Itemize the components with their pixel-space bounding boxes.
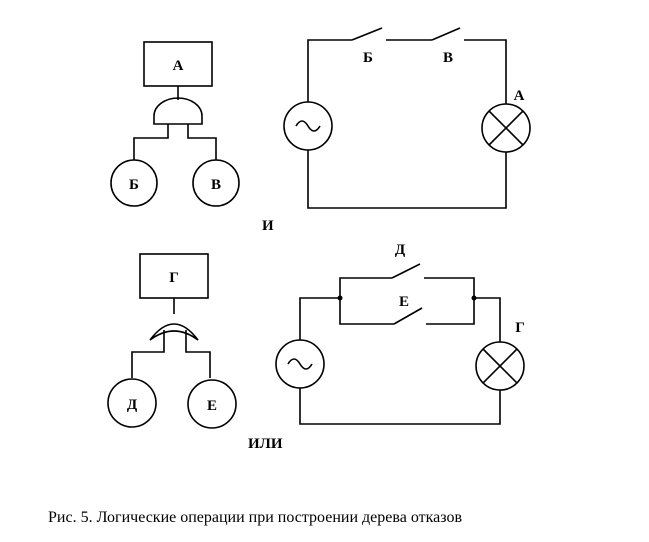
switch-label-v: В [443,50,453,66]
basic-event-circle-v [192,159,240,207]
basic-event-circle-d [107,378,157,428]
and-operation-label: И [262,218,274,234]
and-circuit: Б В А [283,27,531,209]
basic-event-label-d: Д [127,397,138,413]
basic-event-label-b: Б [129,177,139,193]
basic-event-label-v: В [211,177,221,193]
or-gate-symbol [149,323,199,341]
and-gate-symbol [153,97,203,125]
basic-event-label-e: Е [207,398,217,414]
basic-event-circle-b [110,159,158,207]
or-circuit: Д Е Г [275,242,525,425]
and-fault-tree: А Б В [110,41,240,207]
switch-d [391,263,421,279]
switch-label-d: Д [395,242,406,258]
lamp-label-g: Г [515,320,525,336]
top-event-label-g: Г [169,270,179,286]
top-event-label-a: А [173,58,184,74]
lamp-label-a: А [514,88,525,104]
switch-label-b: Б [363,50,373,66]
basic-event-circle-e [187,379,237,429]
switch-label-e: Е [399,294,409,310]
top-event-box-a [143,41,213,87]
or-operation-label: ИЛИ [248,436,283,452]
switch-b [351,27,383,41]
switch-e [393,307,423,325]
or-fault-tree: Г Д Е [107,253,237,429]
figure-caption: Рис. 5. Логические операции при построен… [48,509,462,526]
switch-v [431,27,461,41]
